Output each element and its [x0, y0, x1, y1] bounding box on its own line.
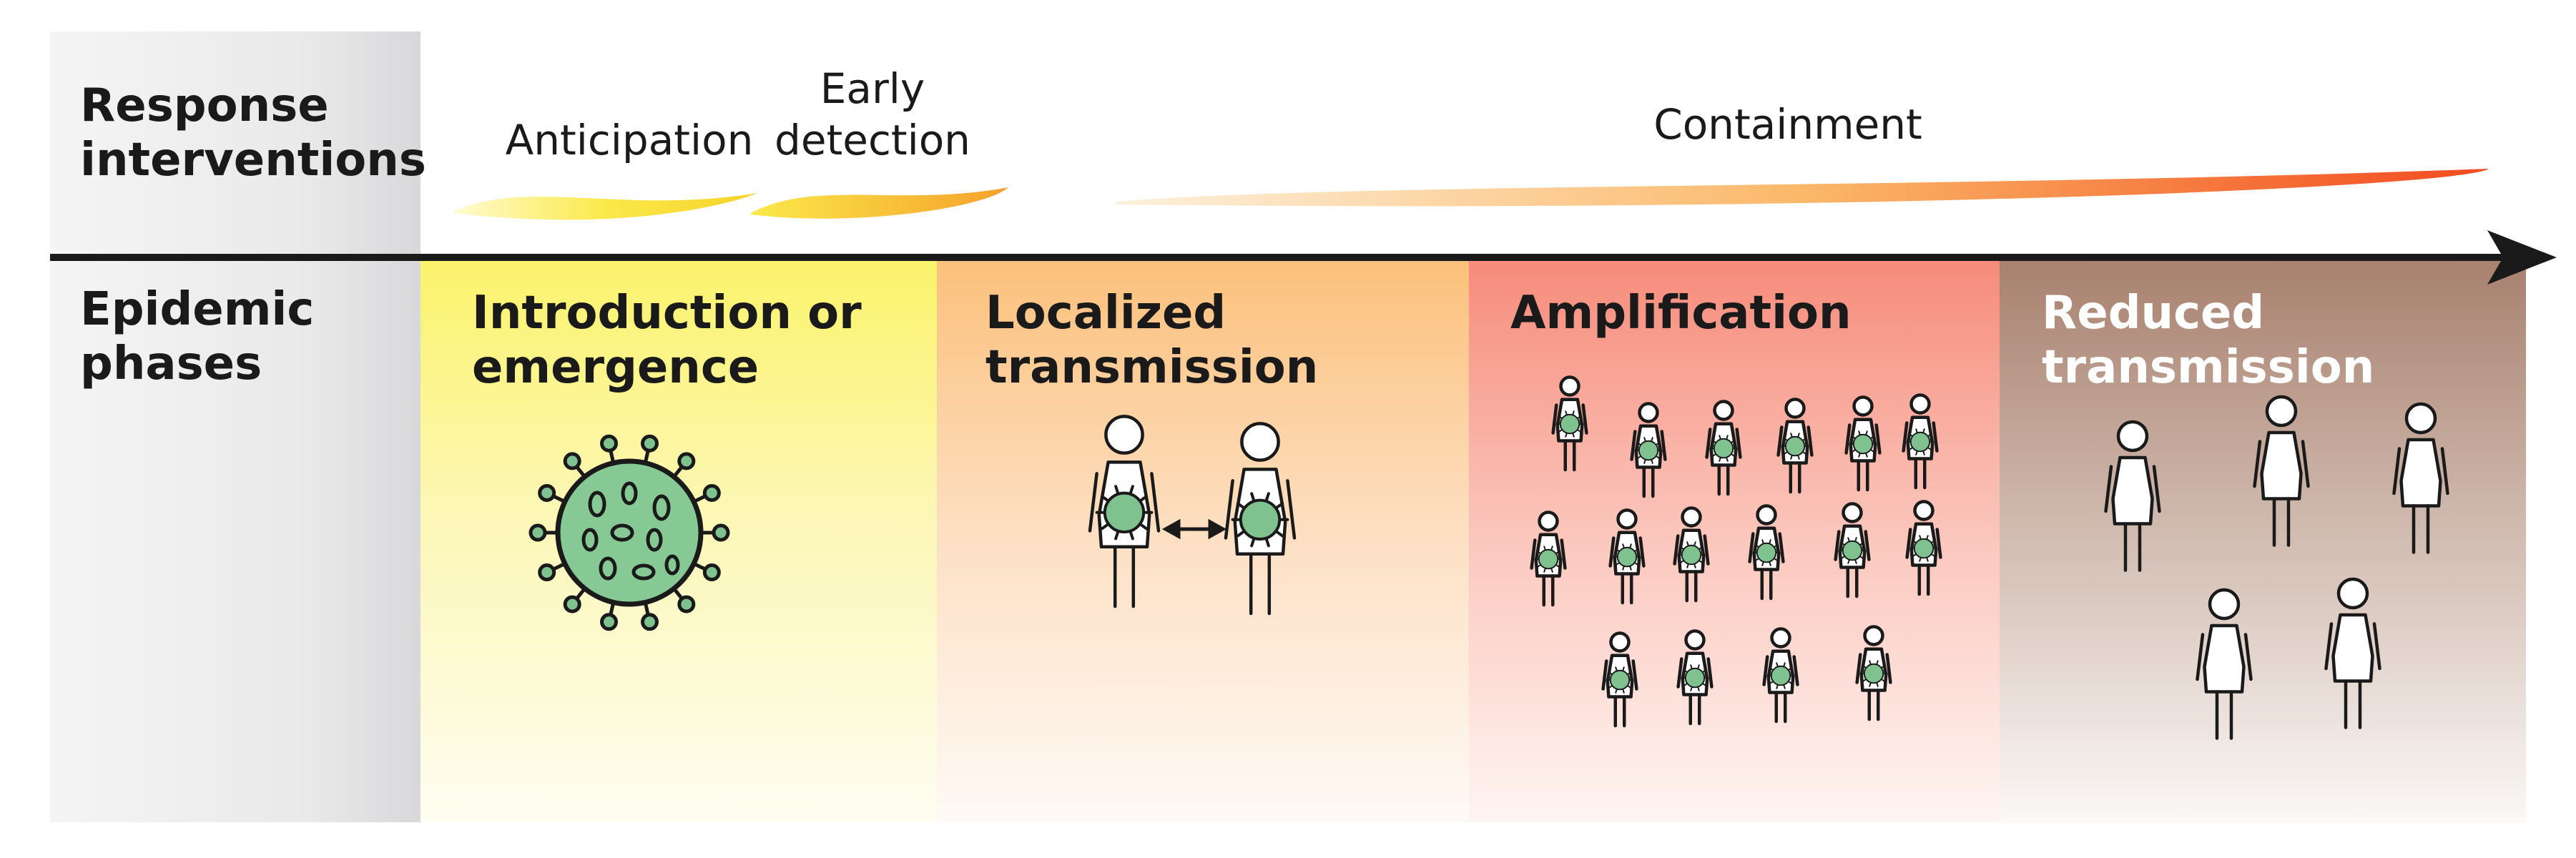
early-detection-swoosh: [751, 187, 1008, 219]
person-icon: [1748, 504, 1785, 601]
intervention-early-detection-label: Early detection: [775, 64, 970, 164]
virus-icon: [1838, 537, 1867, 564]
phase-localized-label: Localized transmission: [985, 287, 1319, 394]
person-icon: [1088, 415, 1161, 608]
virus-icon: [1613, 543, 1641, 571]
person-icon: [1673, 506, 1710, 603]
person-icon: [1530, 511, 1567, 607]
person-icon: [1705, 400, 1742, 496]
virus-icon: [1606, 666, 1634, 694]
person-icon: [1551, 375, 1588, 472]
person-icon: [1905, 500, 1942, 596]
person-icon: [2253, 395, 2310, 547]
virus-icon: [1906, 428, 1935, 455]
arrow-head-icon: [2487, 230, 2557, 285]
person-icon: [1855, 625, 1892, 721]
virus-icon: [1634, 437, 1663, 464]
row-label-panel: [50, 31, 421, 822]
virus-icon: [529, 434, 730, 631]
phase-introduction-label: Introduction or emergence: [472, 287, 862, 394]
virus-icon: [1709, 435, 1738, 462]
phase-localized-panel: [937, 257, 1469, 822]
virus-icon: [1534, 546, 1563, 573]
intervention-anticipation-label: Anticipation: [505, 116, 754, 164]
phase-reduced-panel: [2000, 257, 2526, 822]
person-icon: [1902, 393, 1939, 490]
person-icon: [1608, 508, 1646, 605]
person-icon: [1601, 631, 1638, 728]
person-icon: [1762, 627, 1799, 724]
virus-icon: [1909, 535, 1938, 562]
intervention-containment-label: Containment: [1653, 100, 1922, 149]
anticipation-swoosh: [454, 193, 758, 220]
person-icon: [2324, 577, 2381, 729]
virus-icon: [1781, 433, 1809, 460]
epidemic-phases-label: Epidemic phases: [80, 283, 315, 390]
person-icon: [2392, 402, 2449, 554]
virus-icon: [1859, 660, 1888, 687]
localized-people: [1088, 415, 1297, 616]
virus-icon: [1849, 430, 1877, 458]
person-icon: [1776, 398, 1814, 494]
double-arrow-icon: [1161, 518, 1227, 540]
virus-icon: [1555, 410, 1584, 438]
person-icon: [1630, 402, 1667, 498]
person-icon: [2104, 420, 2161, 572]
virus-icon: [1766, 662, 1795, 689]
response-interventions-label: Response interventions: [80, 79, 426, 187]
person-icon: [1834, 502, 1871, 598]
person-icon: [1676, 629, 1714, 726]
amplification-crowd: [1530, 375, 1942, 728]
virus-icon: [1677, 541, 1706, 568]
virus-icon: [1231, 492, 1289, 548]
person-icon: [1844, 395, 1882, 492]
virus-icon: [1095, 485, 1154, 541]
person-icon: [2196, 588, 2253, 740]
virus-icon: [1681, 664, 1709, 691]
virus-icon: [1752, 539, 1781, 566]
containment-swoosh: [1116, 169, 2489, 207]
person-icon: [1224, 422, 1297, 616]
phase-reduced-label: Reduced transmission: [2042, 287, 2375, 394]
phase-amplification-label: Amplification: [1510, 287, 1852, 340]
reduced-people: [2104, 395, 2449, 740]
